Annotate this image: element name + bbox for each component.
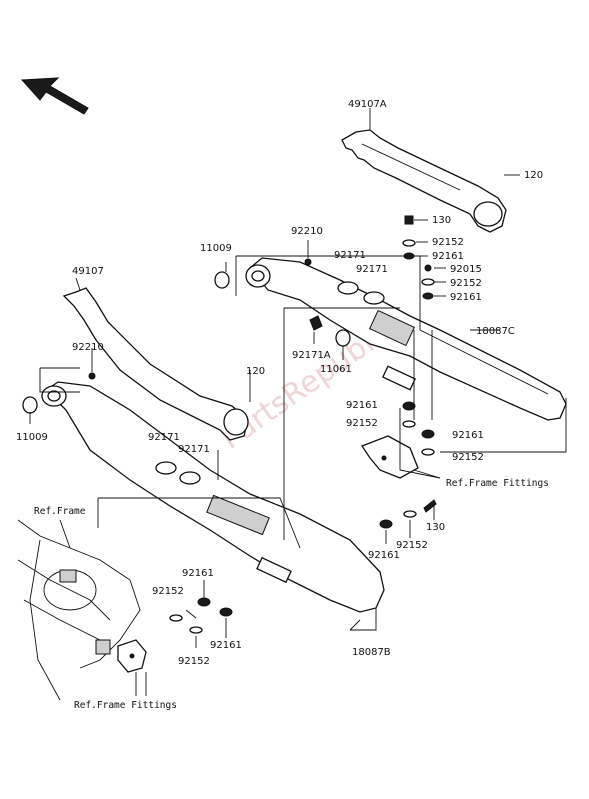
label-120-mid: 120 bbox=[246, 366, 265, 377]
bracket-upper bbox=[361, 365, 419, 479]
label-130-top: 130 bbox=[432, 215, 451, 226]
label-92015: 92015 bbox=[450, 264, 482, 275]
label-49107: 49107 bbox=[72, 266, 104, 277]
label-92161-f: 92161 bbox=[182, 568, 214, 579]
label-92210-top: 92210 bbox=[291, 226, 323, 237]
label-92161-a: 92161 bbox=[432, 251, 464, 262]
muffler-lower bbox=[22, 372, 385, 613]
label-11061: 11061 bbox=[320, 364, 352, 375]
label-92152-d: 92152 bbox=[452, 452, 484, 463]
label-92171-d: 92171 bbox=[178, 444, 210, 455]
front-arrow-icon bbox=[20, 77, 89, 115]
label-92161-d: 92161 bbox=[452, 430, 484, 441]
label-49107A: 49107A bbox=[348, 99, 387, 110]
label-ref-frame-fittings-right: Ref.Frame Fittings bbox=[446, 478, 549, 489]
frame-sketch bbox=[17, 519, 141, 701]
heat-guard-upper bbox=[341, 129, 507, 233]
label-92161-g: 92161 bbox=[210, 640, 242, 651]
label-120-top: 120 bbox=[524, 170, 543, 181]
label-18087C: 18087C bbox=[476, 326, 515, 337]
label-ref-frame: Ref.Frame bbox=[34, 506, 86, 517]
label-92171-c: 92171 bbox=[148, 432, 180, 443]
muffler-upper bbox=[245, 257, 567, 421]
label-92152-f: 92152 bbox=[152, 586, 184, 597]
label-92152-b: 92152 bbox=[450, 278, 482, 289]
label-92161-e: 92161 bbox=[368, 550, 400, 561]
label-ref-frame-fittings-bottom: Ref.Frame Fittings bbox=[74, 700, 177, 711]
label-92171-a: 92171 bbox=[334, 250, 366, 261]
leader-lines bbox=[29, 108, 567, 696]
label-92171A: 92171A bbox=[292, 350, 331, 361]
label-18087B: 18087B bbox=[352, 647, 391, 658]
label-92152-e: 92152 bbox=[396, 540, 428, 551]
label-11009-left: 11009 bbox=[16, 432, 48, 443]
label-92152-g: 92152 bbox=[178, 656, 210, 667]
clamp-upper bbox=[214, 258, 385, 305]
heat-guard-lower bbox=[62, 287, 249, 441]
label-92161-b: 92161 bbox=[450, 292, 482, 303]
label-92152-c: 92152 bbox=[346, 418, 378, 429]
bracket-lower bbox=[117, 499, 437, 673]
label-92210-left: 92210 bbox=[72, 342, 104, 353]
label-92152-a: 92152 bbox=[432, 237, 464, 248]
label-130-low: 130 bbox=[426, 522, 445, 533]
label-92171-b: 92171 bbox=[356, 264, 388, 275]
reference-labels: Ref.Frame Fittings Ref.Frame Ref.Frame F… bbox=[34, 478, 549, 711]
label-11009-top: 11009 bbox=[200, 243, 232, 254]
part-labels: 49107A 120 130 92152 92161 92015 92152 9… bbox=[16, 99, 543, 667]
label-92161-c: 92161 bbox=[346, 400, 378, 411]
